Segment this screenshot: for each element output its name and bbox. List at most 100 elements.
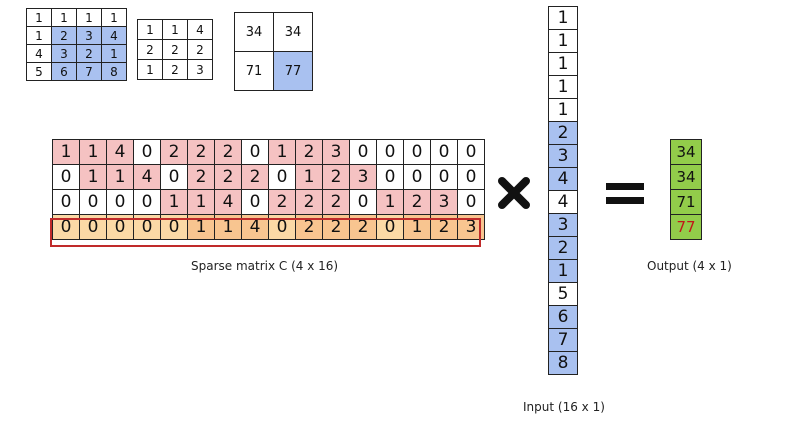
sparse-matrix-cell: 1 (79, 164, 107, 190)
input-vector-cell: 8 (548, 351, 578, 375)
input-vector-cell: 1 (548, 6, 578, 30)
sparse-matrix-cell: 0 (241, 189, 269, 215)
input-vector-cell: 5 (548, 282, 578, 306)
input-vector-cell: 3 (548, 213, 578, 237)
output-grid-cell: 34 (273, 12, 313, 52)
sparse-matrix-cell: 1 (79, 139, 107, 165)
input-vector-row: 4 (548, 167, 578, 191)
output-grid-cell: 77 (273, 51, 313, 91)
output-grid-cell: 34 (234, 12, 274, 52)
sparse-matrix-cell: 0 (457, 189, 485, 215)
sparse-matrix-cell: 2 (403, 189, 431, 215)
sparse-matrix-cell: 0 (430, 164, 458, 190)
input-grid-cell: 8 (101, 62, 127, 81)
input-vector-row: 1 (548, 259, 578, 283)
input-vector-cell: 2 (548, 236, 578, 260)
kernel-cell: 1 (137, 19, 163, 40)
input-grid-cell: 3 (76, 26, 102, 45)
sparse-matrix-cell: 4 (133, 164, 161, 190)
output-vector-cell: 34 (670, 139, 702, 165)
sparse-matrix-cell: 1 (295, 164, 323, 190)
output-vector-row: 77 (670, 214, 702, 240)
input-grid-cell: 1 (26, 8, 52, 27)
input-vector-row: 7 (548, 328, 578, 352)
kernel-cell: 2 (137, 39, 163, 60)
sparse-matrix-cell: 3 (349, 164, 377, 190)
kernel-cell: 4 (187, 19, 213, 40)
kernel-cell: 3 (187, 59, 213, 80)
sparse-matrix-cell: 0 (79, 189, 107, 215)
input-vector-row: 2 (548, 236, 578, 260)
sparse-matrix-cell: 0 (403, 139, 431, 165)
input-grid-cell: 3 (51, 44, 77, 63)
kernel-cell: 2 (187, 39, 213, 60)
input-vector-cell: 1 (548, 52, 578, 76)
input-vector-row: 6 (548, 305, 578, 329)
sparse-matrix-cell: 0 (268, 164, 296, 190)
input-vector-row: 3 (548, 144, 578, 168)
input-vector-cell: 6 (548, 305, 578, 329)
sparse-matrix-cell: 2 (187, 139, 215, 165)
sparse-matrix-cell: 2 (187, 164, 215, 190)
output-vector-row: 71 (670, 189, 702, 215)
input-vector-row: 1 (548, 52, 578, 76)
sparse-matrix-cell: 0 (349, 139, 377, 165)
sparse-matrix-cell: 0 (52, 164, 80, 190)
input-vector-row: 1 (548, 75, 578, 99)
sparse-matrix-cell: 1 (106, 164, 134, 190)
sparse-matrix-cell: 0 (457, 164, 485, 190)
sparse-matrix-cell: 0 (106, 189, 134, 215)
sparse-matrix-cell: 1 (52, 139, 80, 165)
input-grid-cell: 7 (76, 62, 102, 81)
sparse-matrix-label: Sparse matrix C (4 x 16) (191, 259, 339, 273)
kernel-cell: 1 (137, 59, 163, 80)
output-vector-label: Output (4 x 1) (647, 259, 732, 273)
input-grid-cell: 1 (51, 8, 77, 27)
input-vector-cell: 3 (548, 144, 578, 168)
input-vector-row: 5 (548, 282, 578, 306)
input-vector-cell: 2 (548, 121, 578, 145)
sparse-matrix-cell: 2 (214, 164, 242, 190)
sparse-matrix-cell: 2 (322, 189, 350, 215)
sparse-matrix-highlight-border (50, 218, 481, 247)
input-vector-row: 1 (548, 29, 578, 53)
sparse-matrix-cell: 0 (376, 139, 404, 165)
sparse-matrix-cell: 2 (295, 139, 323, 165)
input-grid-cell: 6 (51, 62, 77, 81)
input-vector-label: Input (16 x 1) (523, 400, 605, 414)
sparse-matrix-cell: 0 (52, 189, 80, 215)
equals-icon (606, 183, 644, 204)
input-vector-row: 1 (548, 98, 578, 122)
sparse-matrix-cell: 0 (133, 139, 161, 165)
output-vector-cell: 34 (670, 164, 702, 190)
output-vector-cell: 71 (670, 189, 702, 215)
sparse-matrix-cell: 3 (322, 139, 350, 165)
input-vector-cell: 7 (548, 328, 578, 352)
kernel-cell: 1 (162, 19, 188, 40)
kernel-cell: 2 (162, 59, 188, 80)
input-grid-cell: 2 (51, 26, 77, 45)
sparse-matrix-cell: 1 (376, 189, 404, 215)
input-vector-cell: 1 (548, 75, 578, 99)
output-vector-cell: 77 (670, 214, 702, 240)
input-grid-cell: 4 (26, 44, 52, 63)
sparse-matrix-cell: 3 (430, 189, 458, 215)
input-vector-row: 2 (548, 121, 578, 145)
sparse-matrix-cell: 4 (214, 189, 242, 215)
sparse-matrix-cell: 2 (241, 164, 269, 190)
sparse-matrix-cell: 1 (268, 139, 296, 165)
sparse-matrix-cell: 2 (160, 139, 188, 165)
input-grid-cell: 1 (76, 8, 102, 27)
sparse-matrix-cell: 0 (403, 164, 431, 190)
input-grid-cell: 1 (26, 26, 52, 45)
sparse-matrix-cell: 4 (106, 139, 134, 165)
sparse-matrix-cell: 0 (430, 139, 458, 165)
